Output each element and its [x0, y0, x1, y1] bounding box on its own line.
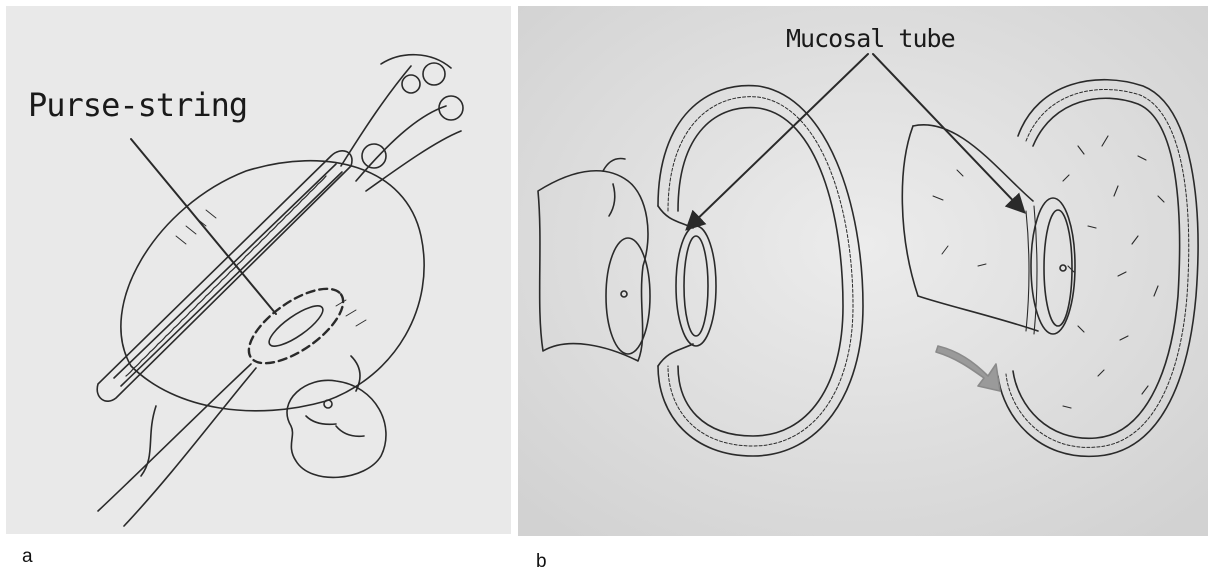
mucosal-tube-label: Mucosal tube: [786, 24, 955, 53]
node-3: [362, 144, 386, 168]
purse-string-ellipse: [237, 275, 355, 377]
suture-thread-3: [141, 406, 156, 476]
stomach-outline: [121, 161, 424, 411]
suture-thread-2: [124, 368, 256, 526]
subfigure-label-a: a: [22, 546, 33, 568]
node-4: [402, 75, 420, 93]
node-1: [423, 63, 445, 85]
panel-b-illustration: Mucosal tube: [518, 6, 1208, 536]
lower-organ-line-2: [336, 426, 364, 436]
duct-upper-3: [366, 131, 461, 191]
duct-upper-1: [341, 66, 411, 166]
subfigure-label-b: b: [536, 551, 547, 573]
duct-upper-2: [356, 106, 446, 181]
lower-organ: [287, 380, 386, 477]
purse-string-leader: [131, 139, 276, 314]
panel-a-illustration: Purse-string: [6, 6, 511, 534]
tube-stitch: [126, 176, 326, 376]
panel-b-background: [518, 6, 1208, 536]
purse-string-inner: [264, 299, 328, 352]
tube-inner-line-2: [121, 172, 342, 386]
tube-inner-line-1: [114, 164, 336, 378]
shade-1: [176, 210, 216, 244]
lower-organ-line-1: [306, 416, 336, 424]
mucosal-tube-drawing: [518, 6, 1208, 536]
lower-organ-center: [324, 400, 332, 408]
purse-string-label: Purse-string: [28, 86, 247, 124]
